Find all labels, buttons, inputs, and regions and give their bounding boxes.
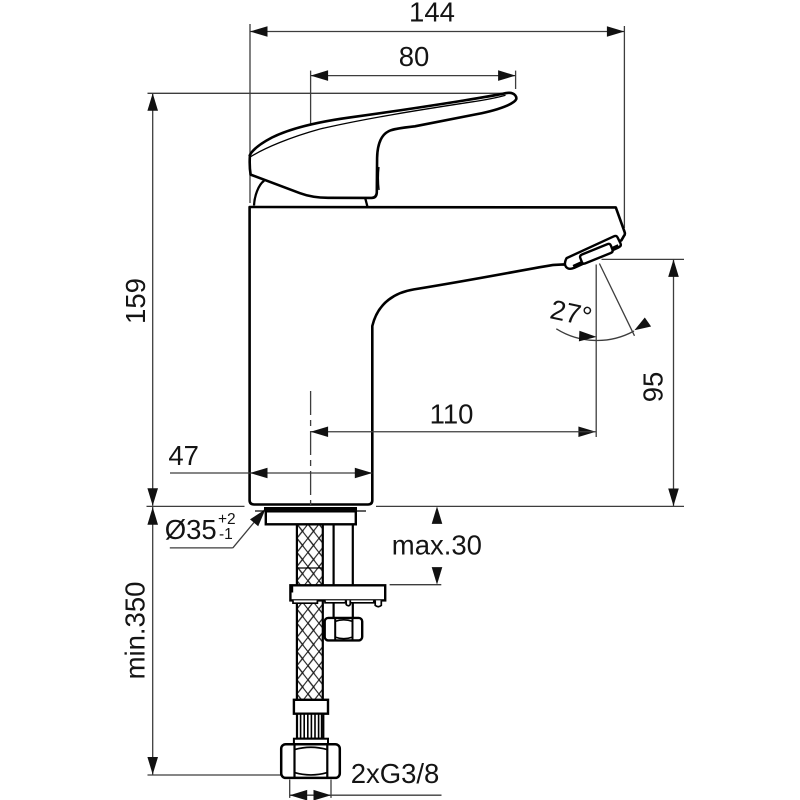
svg-text:159: 159: [120, 278, 151, 324]
svg-text:47: 47: [168, 440, 199, 471]
svg-text:-1: -1: [219, 526, 233, 543]
svg-text:min.350: min.350: [120, 582, 151, 680]
svg-text:95: 95: [638, 372, 669, 403]
svg-text:80: 80: [399, 41, 430, 72]
svg-text:max.30: max.30: [392, 529, 482, 560]
svg-text:Ø35: Ø35: [165, 514, 217, 545]
svg-text:+2: +2: [218, 511, 236, 528]
svg-text:110: 110: [430, 399, 474, 430]
svg-text:2xG3/8: 2xG3/8: [351, 758, 440, 789]
svg-text:144: 144: [409, 0, 455, 28]
